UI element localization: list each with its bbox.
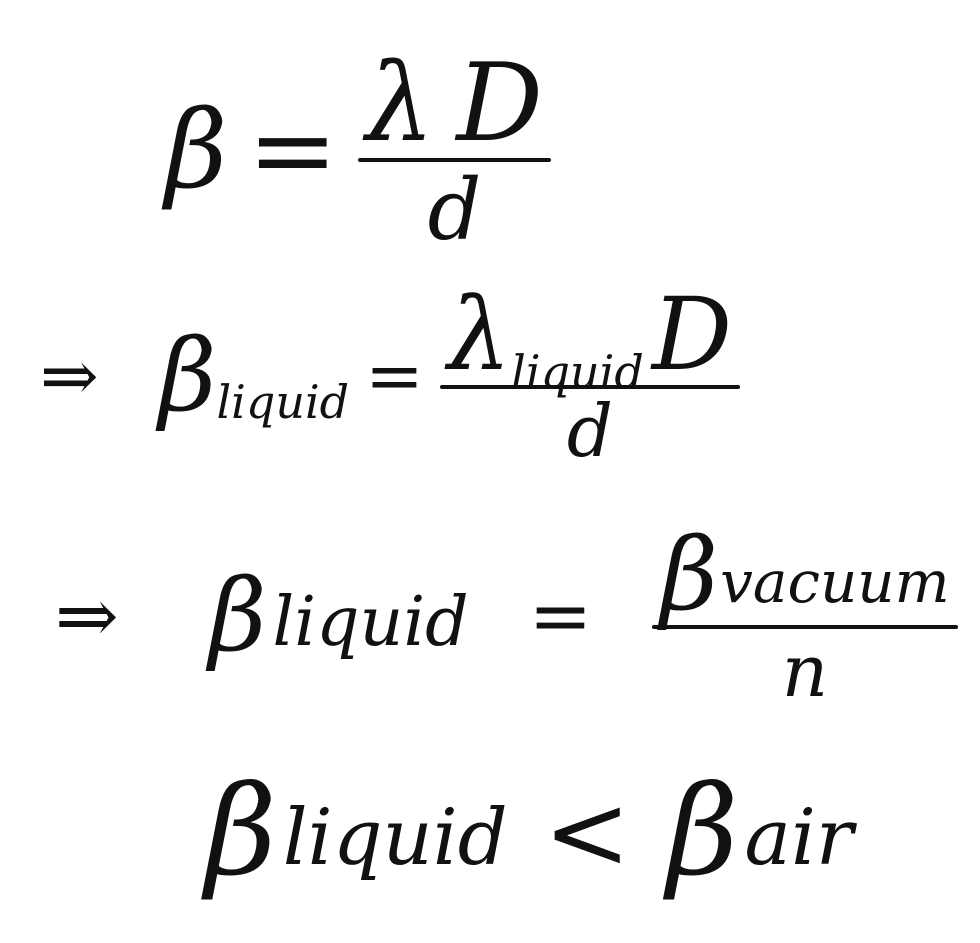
fraction-bar xyxy=(652,625,958,629)
fraction-numerator: β vacuum xyxy=(652,525,957,625)
equation-fringe-width-refractive: ⇒ β liquid = β vacuum n xyxy=(55,525,958,707)
distance-D-symbol: D xyxy=(456,41,543,166)
equation-fringe-width: β = λ D d xyxy=(165,50,551,252)
lambda-symbol: λ xyxy=(447,276,512,393)
fraction: λ liquid D d xyxy=(439,276,741,473)
inequality-liquid-vs-air: β liquid < β air xyxy=(205,770,853,894)
implies-arrow: ⇒ xyxy=(55,571,119,660)
equation-fringe-width-liquid: ⇒ β liquid = λ liquid D d xyxy=(40,276,741,473)
subscript-liquid: liquid xyxy=(511,345,644,399)
beta-symbol: β xyxy=(205,760,277,904)
beta-symbol: β xyxy=(666,760,739,904)
beta-symbol: β xyxy=(165,88,228,213)
subscript-liquid: liquid xyxy=(216,375,350,429)
distance-D-symbol: D xyxy=(651,276,733,393)
beta-symbol: β xyxy=(660,516,719,633)
fraction-denominator: d xyxy=(566,389,613,473)
equals-sign: = xyxy=(247,88,338,213)
beta-symbol: β xyxy=(158,317,217,434)
fraction: β vacuum n xyxy=(652,525,958,713)
implies-arrow: ⇒ xyxy=(40,335,99,417)
beta-symbol: β xyxy=(208,557,267,674)
fraction: λ D d xyxy=(357,50,551,259)
fraction-denominator: n xyxy=(781,629,829,713)
subscript-vacuum: vacuum xyxy=(720,548,950,616)
fraction-bar xyxy=(357,158,551,162)
subscript-liquid: liquid xyxy=(272,582,469,662)
fraction-numerator: λ D xyxy=(358,50,551,158)
lambda-symbol: λ xyxy=(365,41,435,166)
fraction-numerator: λ liquid D xyxy=(440,276,740,396)
equals-sign: = xyxy=(528,571,593,660)
fraction-bar xyxy=(439,385,741,389)
equals-sign: = xyxy=(365,335,424,417)
fraction-denominator: d xyxy=(427,161,482,259)
less-than-sign: < xyxy=(543,771,631,893)
subscript-liquid: liquid xyxy=(282,793,508,883)
subscript-air: air xyxy=(744,793,854,883)
